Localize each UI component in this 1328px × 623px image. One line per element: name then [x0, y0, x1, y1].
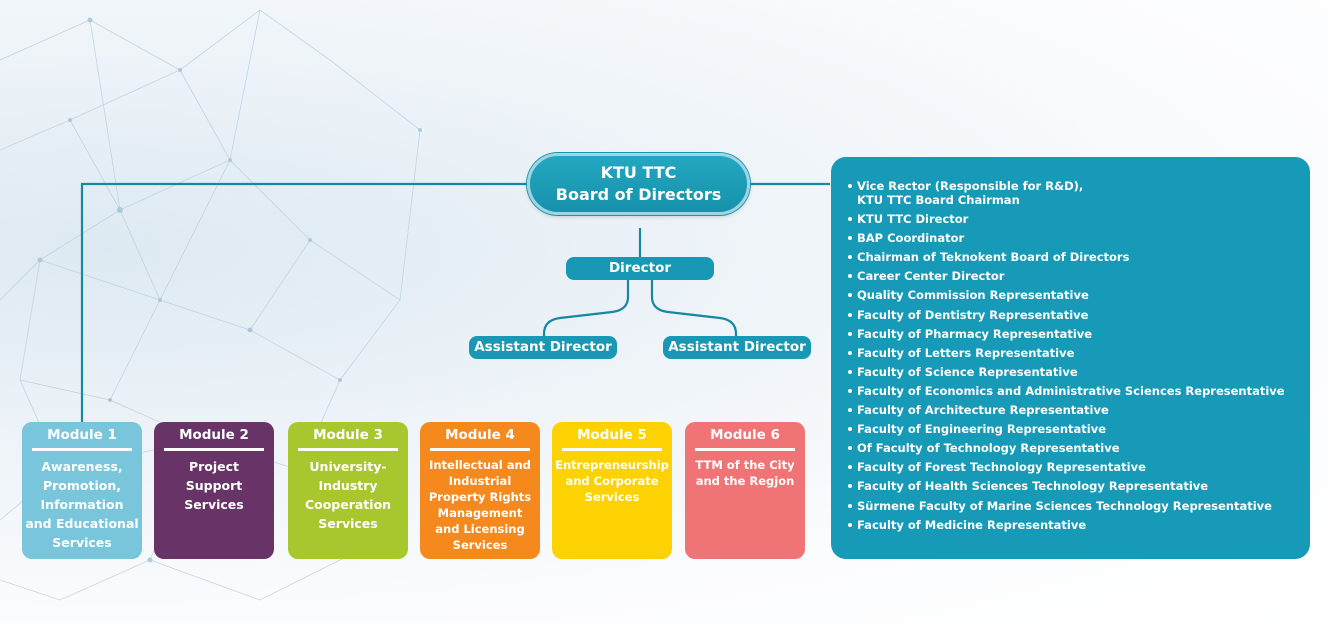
module-4-box: Module 4 Intellectual and Industrial Pro…	[420, 422, 540, 559]
board-member-item: Faculty of Science Representative	[848, 365, 1302, 379]
module-3-description: University- Industry Cooperation Service…	[304, 459, 392, 531]
module-4-title: Module 4	[445, 427, 515, 443]
assistant-director-left-node: Assistant Director	[469, 336, 617, 359]
module-2-divider	[164, 448, 264, 451]
module-1-description: Awareness, Promotion, Information and Ed…	[25, 459, 139, 550]
board-member-item: Faculty of Letters Representative	[848, 346, 1302, 360]
module-5-title: Module 5	[577, 427, 647, 443]
board-members-panel: Vice Rector (Responsible for R&D), KTU T…	[831, 157, 1310, 559]
module-5-divider	[562, 448, 662, 451]
module-6-title: Module 6	[710, 427, 780, 443]
board-member-item: Chairman of Teknokent Board of Directors	[848, 250, 1302, 264]
board-title-line2: Board of Directors	[555, 185, 722, 204]
board-member-item: Faculty of Health Sciences Technology Re…	[848, 479, 1302, 493]
director-to-right-assistant-line	[650, 280, 738, 337]
board-member-item: Faculty of Medicine Representative	[848, 518, 1302, 532]
module-5-description: Entrepreneurship and Corporate Services	[555, 458, 669, 504]
board-member-item: Faculty of Economics and Administrative …	[848, 384, 1302, 398]
board-member-item: Faculty of Pharmacy Representative	[848, 327, 1302, 341]
assistant-director-right-node: Assistant Director	[663, 336, 811, 359]
module-1-title: Module 1	[47, 427, 117, 443]
board-title-line1: KTU TTC	[600, 163, 677, 182]
module-5-box: Module 5 Entrepreneurship and Corporate …	[552, 422, 672, 559]
module-6-box: Module 6 TTM of the City and the Regjon	[685, 422, 805, 559]
module-6-divider	[695, 448, 795, 451]
module-2-box: Module 2 Project Support Services	[154, 422, 274, 559]
board-member-item: Career Center Director	[848, 269, 1302, 283]
module-4-description: Intellectual and Industrial Property Rig…	[428, 458, 532, 552]
board-member-item: Faculty of Engineering Representative	[848, 422, 1302, 436]
module-1-box: Module 1 Awareness, Promotion, Informati…	[22, 422, 142, 559]
module-4-divider	[430, 448, 530, 451]
module-2-title: Module 2	[179, 427, 249, 443]
director-node: Director	[566, 257, 714, 280]
module-1-divider	[32, 448, 132, 451]
module-3-divider	[298, 448, 398, 451]
board-member-item: Faculty of Dentistry Representative	[848, 308, 1302, 322]
board-member-item: Faculty of Forest Technology Representat…	[848, 460, 1302, 474]
module-2-description: Project Support Services	[184, 459, 244, 512]
board-member-item: Of Faculty of Technology Representative	[848, 441, 1302, 455]
director-to-left-assistant-line	[542, 280, 630, 337]
board-members-list: Vice Rector (Responsible for R&D), KTU T…	[848, 179, 1302, 532]
module-3-title: Module 3	[313, 427, 383, 443]
board-member-item: Sürmene Faculty of Marine Sciences Techn…	[848, 499, 1302, 513]
board-of-directors-node: KTU TTC Board of Directors	[527, 153, 750, 215]
board-member-item: Faculty of Architecture Representative	[848, 403, 1302, 417]
board-to-module1-line	[80, 182, 528, 423]
board-member-item: BAP Coordinator	[848, 231, 1302, 245]
board-member-item: KTU TTC Director	[848, 212, 1302, 226]
board-member-item: Quality Commission Representative	[848, 288, 1302, 302]
module-6-description: TTM of the City and the Regjon	[695, 458, 795, 488]
module-3-box: Module 3 University- Industry Cooperatio…	[288, 422, 408, 559]
board-member-item: Vice Rector (Responsible for R&D), KTU T…	[848, 179, 1302, 207]
